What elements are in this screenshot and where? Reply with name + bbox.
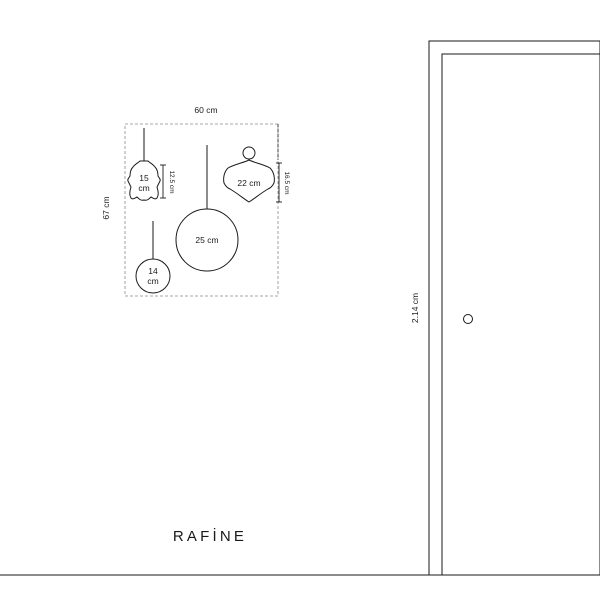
hamsa-shade-outline — [127, 160, 161, 201]
large-globe-size-label: 25 cm — [195, 235, 218, 245]
shell-size-label: 22 cm — [237, 178, 260, 188]
large-globe-pendant: 25 cm — [175, 145, 239, 272]
small-globe-shade — [135, 258, 171, 294]
large-globe-shade — [175, 208, 239, 272]
hamsa-size-label-line2: cm — [138, 183, 149, 193]
shell-shade-outline — [223, 159, 275, 203]
height-dimension-label: 67 cm — [101, 196, 111, 219]
door-frame — [428, 40, 600, 576]
small-globe-size-label-line2: cm — [147, 276, 158, 286]
door: 2.14 cm — [410, 40, 600, 576]
small-globe-size-label-line1: 14 — [148, 266, 158, 276]
shell-canopy-ring — [242, 146, 256, 160]
door-panel — [441, 53, 600, 576]
door-knob — [463, 314, 473, 324]
hamsa-height-label: 12.5 cm — [168, 170, 175, 193]
door-height-label: 2.14 cm — [410, 293, 420, 323]
shell-height-label: 16.5 cm — [283, 171, 290, 194]
hamsa-size-label-line1: 15 — [139, 173, 149, 183]
arrangement-bounding-box — [124, 123, 279, 297]
width-dimension-label: 60 cm — [194, 105, 217, 115]
brand-logo-text: RAFİNE — [173, 527, 247, 545]
small-globe-pendant: 14 cm — [135, 221, 171, 294]
shell-pendant: 22 cm 16.5 cm — [223, 124, 290, 203]
hamsa-pendant: 15 cm 12.5 cm — [127, 128, 175, 201]
